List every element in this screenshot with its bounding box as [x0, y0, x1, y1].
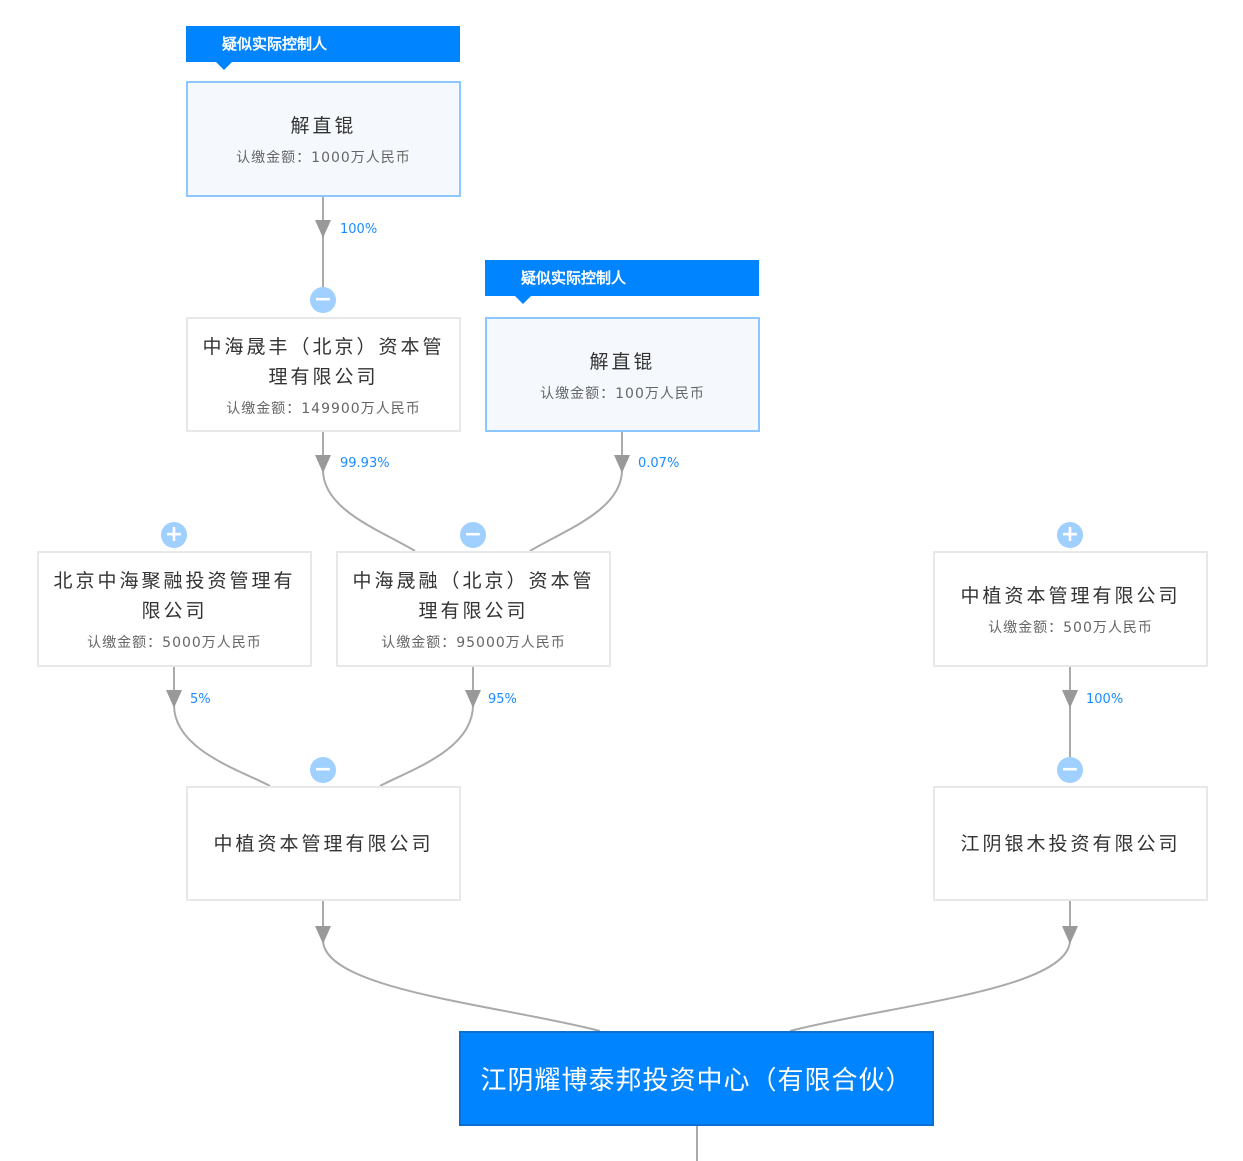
edge-percentage: 99.93% — [340, 456, 390, 471]
collapse-minus-icon[interactable]: − — [310, 757, 336, 783]
node-amount: 认缴金额：149900万人民币 — [226, 400, 421, 417]
node-amount: 认缴金额：5000万人民币 — [87, 635, 262, 651]
actual-controller-tag: 疑似实际控制人 — [186, 26, 460, 70]
person-node-xie-zhikun-1[interactable]: 解直锟 认缴金额：1000万人民币 — [186, 81, 461, 197]
edge-percentage: 100% — [340, 222, 378, 237]
node-name: 中植资本管理有限公司 — [960, 585, 1181, 607]
node-name: 中海晟融（北京）资本管理有限公司 — [352, 570, 595, 622]
edge-percentage: 0.07% — [638, 456, 680, 471]
actual-controller-tag: 疑似实际控制人 — [485, 260, 759, 304]
node-name: 江阴银木投资有限公司 — [960, 832, 1181, 855]
collapse-minus-icon[interactable]: − — [310, 287, 336, 313]
node-name: 中植资本管理有限公司 — [213, 832, 434, 855]
collapse-minus-icon[interactable]: − — [460, 522, 486, 548]
person-node-xie-zhikun-2[interactable]: 解直锟 认缴金额：100万人民币 — [485, 317, 760, 432]
node-amount: 认缴金额：500万人民币 — [988, 620, 1153, 636]
expand-plus-icon[interactable]: + — [161, 522, 187, 548]
node-name: 解直锟 — [589, 350, 656, 373]
node-name: 北京中海聚融投资管理有限公司 — [53, 570, 296, 622]
company-node-zhongzhi-capital-right[interactable]: 中植资本管理有限公司 认缴金额：500万人民币 — [933, 551, 1208, 667]
company-node-zhonghai-shengrong[interactable]: 中海晟融（北京）资本管理有限公司 认缴金额：95000万人民币 — [336, 551, 611, 667]
target-company-node[interactable]: 江阴耀博泰邦投资中心（有限合伙） — [459, 1031, 934, 1126]
edge-percentage: 5% — [190, 692, 211, 707]
edge-percentage: 100% — [1086, 692, 1124, 707]
collapse-minus-icon[interactable]: − — [1057, 757, 1083, 783]
node-amount: 认缴金额：1000万人民币 — [236, 150, 411, 166]
expand-plus-icon[interactable]: + — [1057, 522, 1083, 548]
company-node-beijing-zhonghai-jurong[interactable]: 北京中海聚融投资管理有限公司 认缴金额：5000万人民币 — [37, 551, 312, 667]
node-amount: 认缴金额：100万人民币 — [540, 385, 705, 402]
company-node-zhonghai-shengfeng[interactable]: 中海晟丰（北京）资本管理有限公司 认缴金额：149900万人民币 — [186, 317, 461, 432]
edge-percentage: 95% — [488, 692, 517, 707]
node-name: 解直锟 — [290, 115, 357, 137]
node-amount: 认缴金额：95000万人民币 — [381, 635, 566, 651]
company-node-zhongzhi-capital-left[interactable]: 中植资本管理有限公司 — [186, 786, 461, 901]
company-node-jiangyin-yinmu[interactable]: 江阴银木投资有限公司 — [933, 786, 1208, 901]
node-name: 中海晟丰（北京）资本管理有限公司 — [202, 335, 445, 388]
